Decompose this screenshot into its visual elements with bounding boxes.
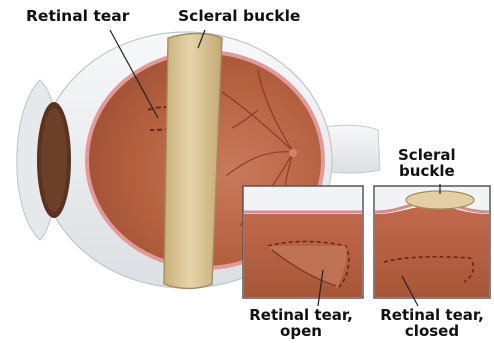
label-retinal-tear: Retinal tear bbox=[26, 8, 129, 25]
label-inset-scleral-buckle: Scleral buckle bbox=[398, 147, 456, 179]
label-retinal-tear-closed: Retinal tear, closed bbox=[372, 307, 492, 339]
inset-tear-open bbox=[243, 186, 363, 298]
label-inset-buckle-line1: Scleral bbox=[398, 147, 456, 163]
label-open-line2: open bbox=[240, 323, 362, 339]
label-closed-line1: Retinal tear, bbox=[372, 307, 492, 323]
label-scleral-buckle: Scleral buckle bbox=[178, 8, 300, 25]
inset-tear-closed bbox=[374, 186, 490, 298]
label-retinal-tear-open: Retinal tear, open bbox=[240, 307, 362, 339]
label-open-line1: Retinal tear, bbox=[240, 307, 362, 323]
label-inset-buckle-line2: buckle bbox=[398, 163, 456, 179]
label-closed-line2: closed bbox=[372, 323, 492, 339]
scleral-buckle-band bbox=[164, 34, 222, 289]
